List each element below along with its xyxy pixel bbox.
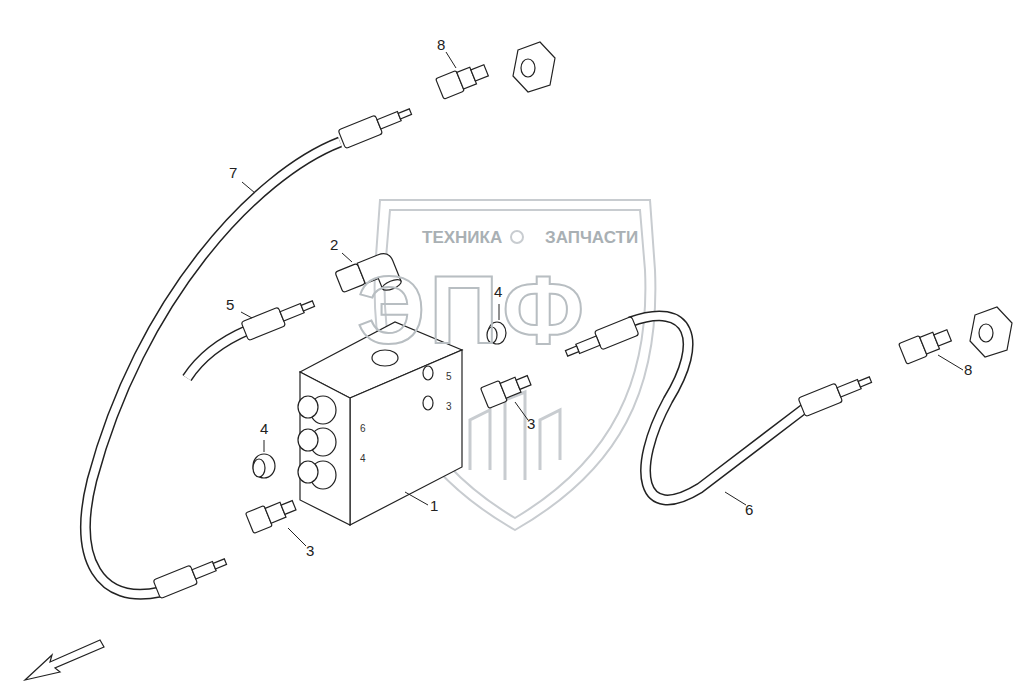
watermark-text: ТЕХНИКА [422,229,502,246]
callout-number: 5 [226,297,234,312]
callout-number: 6 [745,502,753,517]
hose-fittings [153,102,874,598]
callout-number: 7 [229,165,237,180]
callout-number: 1 [430,498,438,513]
port-mark: 3 [446,402,452,412]
callout-number: 8 [964,362,972,377]
port-mark: 4 [360,454,366,464]
callout-number: 3 [306,543,314,558]
callout-number: 4 [260,421,268,436]
adapters [245,42,1012,533]
watermark-text: ЗАПЧАСТИ [545,229,638,246]
callout-number: 3 [527,416,535,431]
watermark-text: ЭПФ [357,262,588,358]
callout-number: 8 [437,37,445,52]
port-mark: 6 [360,424,366,434]
direction-arrow [25,640,104,680]
port-mark: 5 [446,372,452,382]
leader-lines [241,52,963,546]
callout-number: 2 [330,237,338,252]
hose-6 [630,316,805,500]
hose-5 [187,330,248,378]
hose-7 [86,142,340,594]
callout-number: 4 [494,284,502,299]
